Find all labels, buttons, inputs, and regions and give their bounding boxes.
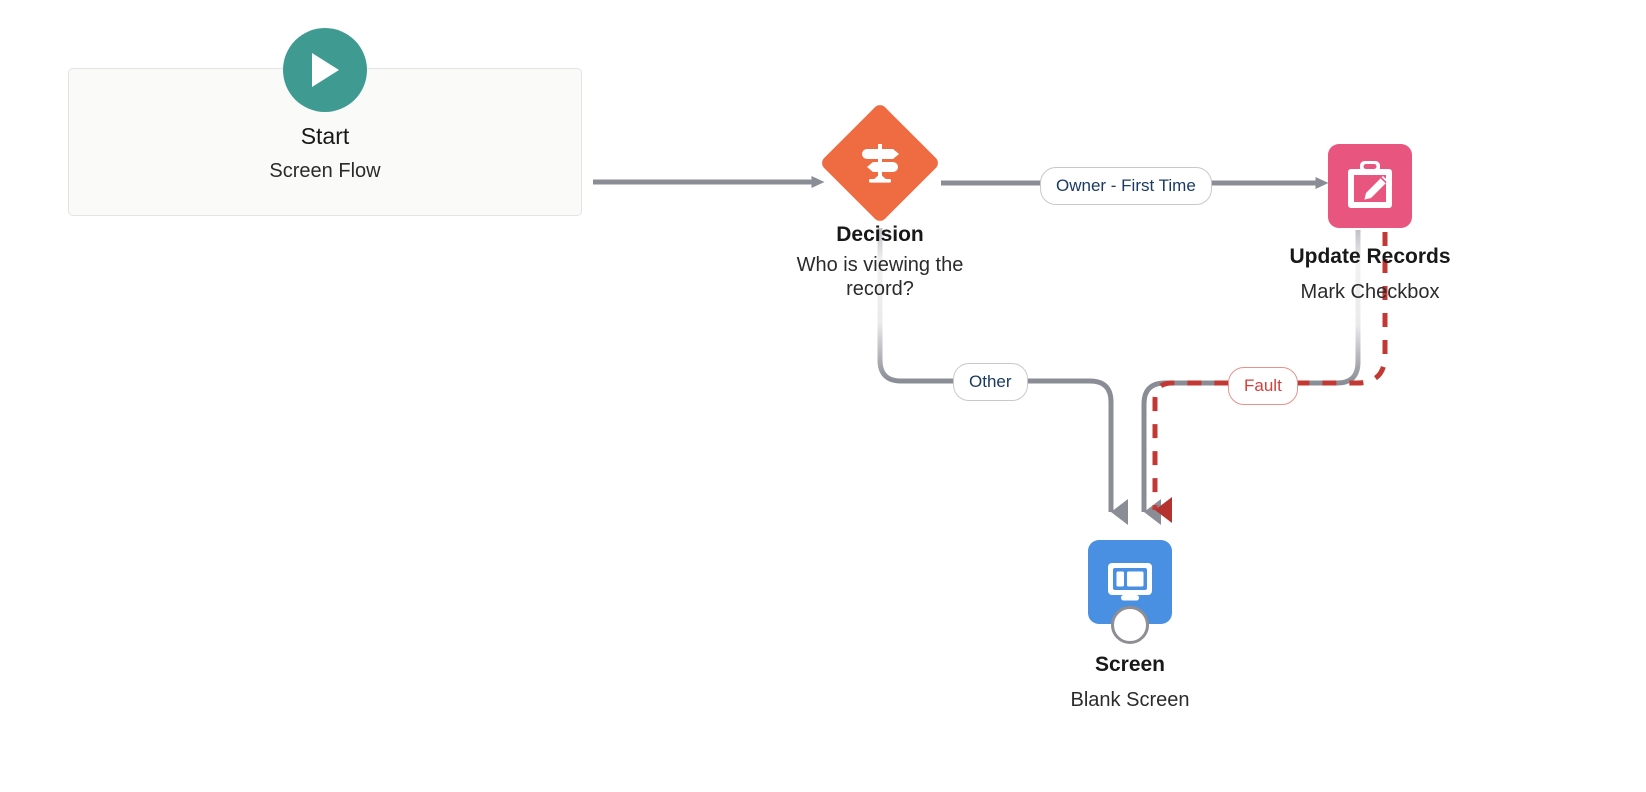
- decision-node-subtitle: Who is viewing the record?: [796, 254, 964, 300]
- connector-label-other[interactable]: Other: [953, 363, 1028, 401]
- node-start[interactable]: Start Screen Flow: [68, 28, 582, 216]
- node-update-records[interactable]: Update Records Mark Checkbox: [1250, 144, 1490, 310]
- connector-other-to-screen: [1026, 378, 1128, 525]
- screen-node-handle[interactable]: [1111, 606, 1149, 644]
- clipboard-pencil-icon[interactable]: [1328, 144, 1412, 228]
- start-node-title: Start: [300, 123, 350, 150]
- screen-monitor-icon[interactable]: [1088, 540, 1172, 644]
- screen-node-subtitle: Blank Screen: [1070, 689, 1190, 712]
- screen-node-title: Screen: [1094, 653, 1166, 676]
- start-node-box[interactable]: Start Screen Flow: [68, 28, 582, 216]
- update-records-node-subtitle: Mark Checkbox: [1300, 281, 1440, 304]
- update-records-node-title: Update Records: [1289, 245, 1451, 268]
- signpost-icon[interactable]: [819, 102, 941, 224]
- connector-label-owner-first-time[interactable]: Owner - First Time: [1040, 167, 1212, 205]
- decision-node-title: Decision: [836, 223, 924, 246]
- connector-label-fault[interactable]: Fault: [1228, 367, 1298, 405]
- node-screen[interactable]: Screen Blank Screen: [1010, 540, 1250, 718]
- play-icon: [283, 28, 367, 112]
- node-decision[interactable]: Decision Who is viewing the record?: [760, 102, 1000, 301]
- start-node-subtitle: Screen Flow: [269, 159, 381, 182]
